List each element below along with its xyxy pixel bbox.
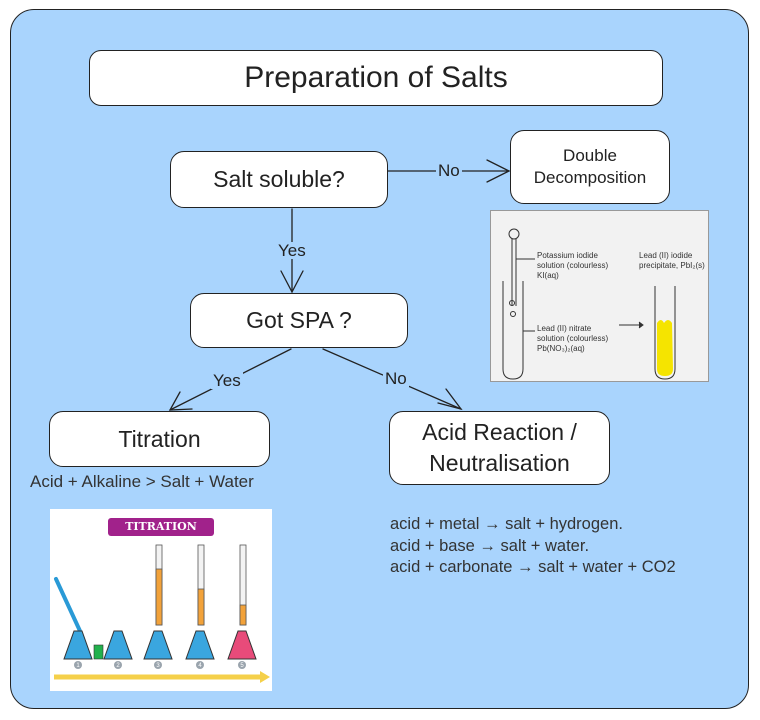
title-text: Preparation of Salts [244, 61, 508, 94]
equation-metal: acid + metal → salt + hydrogen. [390, 515, 623, 533]
arrowhead-acid [437, 388, 463, 411]
titration-image: TITRATION [50, 509, 272, 691]
node-titration: Titration [49, 411, 270, 467]
equation-carbonate: acid + carbonate → salt + water + CO2 [390, 558, 676, 576]
double-decomposition-image: Potassium iodide solution (colourless) K… [490, 210, 709, 382]
arrowhead-double [486, 159, 511, 183]
step-4: 4 [198, 663, 202, 669]
titration-banner: TITRATION [108, 518, 214, 536]
step-3: 3 [156, 663, 160, 669]
edge-label-spa-yes: Yes [211, 371, 243, 390]
node-titration-text: Titration [118, 425, 201, 452]
acid-equations: acid + metal → salt + hydrogen. acid + b… [390, 514, 676, 579]
edge-label-soluble-yes: Yes [276, 241, 308, 260]
test-tube-illustration [502, 228, 676, 380]
equation-base: acid + base → salt + water. [390, 536, 590, 555]
label-lead-nitrate: Lead (II) nitrate solution (colourless) … [537, 324, 609, 353]
label-lead-iodide: Lead (II) iodide precipitate, PbI₂(s) [639, 251, 705, 270]
node-double-line1: Double [563, 145, 617, 165]
node-double-decomposition: Double Decomposition [510, 130, 670, 204]
arrowhead-spa [280, 270, 304, 294]
titration-steps-illustration: 1 2 3 4 5 [54, 544, 270, 683]
diagram-title: Preparation of Salts [89, 50, 663, 106]
node-got-spa-text: Got SPA ? [246, 307, 352, 333]
step-markers [74, 661, 246, 669]
node-salt-soluble-text: Salt soluble? [213, 166, 345, 192]
conical-flasks [63, 630, 257, 660]
burettes [155, 544, 247, 626]
titration-caption: Acid + Alkaline > Salt + Water [30, 472, 254, 491]
node-got-spa: Got SPA ? [190, 293, 408, 348]
step-1: 1 [76, 663, 80, 669]
node-double-line2: Decomposition [533, 168, 647, 187]
edge-label-spa-no: No [383, 369, 409, 388]
lead-iodide-precipitate [657, 320, 673, 376]
node-acid-line2: Neutralisation [429, 450, 570, 476]
node-salt-soluble: Salt soluble? [170, 151, 388, 208]
arrowhead-titration [168, 391, 193, 411]
indicator-bottle [93, 644, 104, 660]
pipette [54, 577, 82, 633]
node-acid-reaction: Acid Reaction / Neutralisation [389, 411, 610, 485]
edge-label-soluble-no: No [436, 161, 462, 180]
step-5: 5 [240, 663, 244, 669]
node-acid-line1: Acid Reaction / [422, 418, 577, 445]
step-2: 2 [116, 663, 120, 669]
label-potassium-iodide: Potassium iodide solution (colourless) K… [537, 251, 609, 280]
